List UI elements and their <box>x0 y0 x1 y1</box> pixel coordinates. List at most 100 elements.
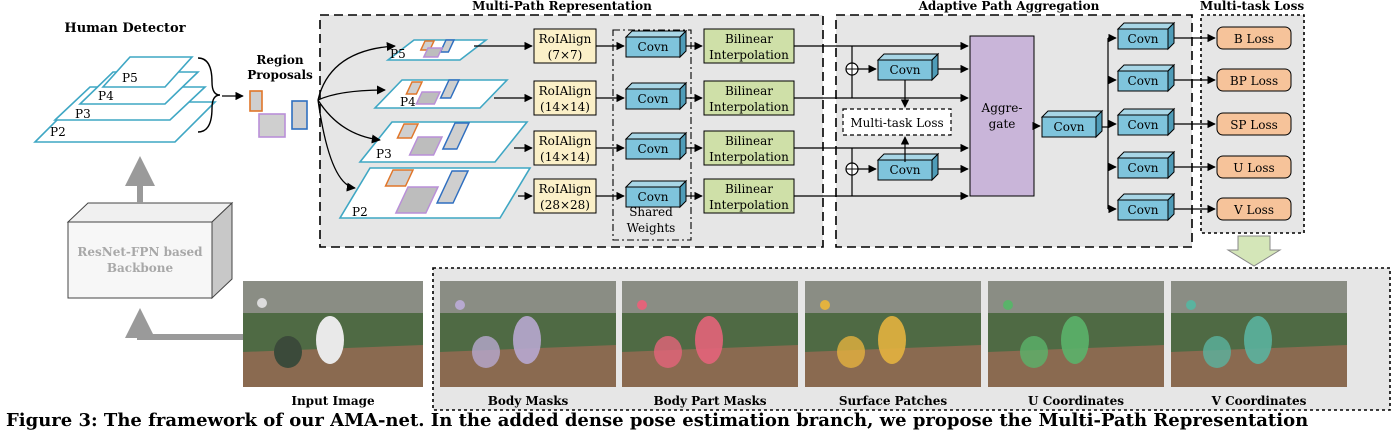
mpr-plane-label-0: P5 <box>390 47 406 61</box>
loss-conv-4-label: Covn <box>1128 203 1159 217</box>
loss-conv-2: Covn <box>1116 107 1176 137</box>
bilinear-label1-1: Bilinear <box>725 84 773 98</box>
apa-out-conv: Covn <box>1040 109 1104 139</box>
roialign-name-0: RoIAlign <box>539 32 592 46</box>
region-proposals-label-2: Proposals <box>247 68 313 82</box>
mpr-plane-p2: P2 <box>338 167 532 219</box>
roialign-size-1: (14×14) <box>540 100 590 114</box>
region-proposals-label-1: Region <box>256 53 304 67</box>
mpr-conv-3: Covn <box>624 179 688 209</box>
roi-blue <box>439 79 461 99</box>
output-thumbnail-3 <box>988 281 1164 387</box>
mpr-conv-0: Covn <box>624 29 688 59</box>
roialign-size-0: (7×7) <box>548 48 583 62</box>
apa-multitask-loss-box <box>842 108 952 136</box>
loss-label-0: B Loss <box>1234 32 1274 46</box>
apa-conv-1: Covn <box>876 152 940 182</box>
loss-conv-0: Covn <box>1116 21 1176 51</box>
mpr-conv-2: Covn <box>624 131 688 161</box>
output-thumbnail-2 <box>805 281 981 387</box>
bilinear-label1-2: Bilinear <box>725 134 773 148</box>
output-thumbnail-1 <box>622 281 798 387</box>
loss-conv-0-label: Covn <box>1128 32 1159 46</box>
bilinear-box-0 <box>703 28 795 64</box>
roi-blue <box>435 170 470 204</box>
roialign-size-3: (28×28) <box>540 198 590 212</box>
mpr-plane-p3: P3 <box>358 121 529 163</box>
pyramid-label-p2: P2 <box>50 125 66 139</box>
bilinear-label2-1: Interpolation <box>709 100 789 114</box>
bilinear-box-1 <box>703 80 795 116</box>
figure-caption: Figure 3: The framework of our AMA-net. … <box>6 410 1309 430</box>
region-proposal-boxes <box>249 90 308 138</box>
loss-conv-2-label: Covn <box>1128 118 1159 132</box>
shared-weights-box <box>612 29 692 241</box>
pyramid-level-p5 <box>101 56 194 88</box>
roi-orange <box>396 123 420 139</box>
apa-conv-0: Covn <box>876 52 940 82</box>
bilinear-box-2 <box>703 130 795 166</box>
roialign-name-3: RoIAlign <box>539 182 592 196</box>
pyramid-label-p5: P5 <box>122 71 138 85</box>
mpr-conv-0-label: Covn <box>638 40 669 54</box>
pyramid-label-p4: P4 <box>98 89 114 103</box>
loss-pill-2 <box>1216 112 1292 136</box>
apa-conv-0-label: Covn <box>890 63 921 77</box>
mpr-plane-p5: P5 <box>385 39 489 61</box>
output-label-2: Surface Patches <box>839 394 947 408</box>
bilinear-label2-2: Interpolation <box>709 150 789 164</box>
loss-conv-3-label: Covn <box>1128 161 1159 175</box>
backbone-label-1: ResNet-FPN based <box>77 245 203 259</box>
proposal-purple <box>258 113 286 138</box>
aggregate-label-2: gate <box>989 117 1016 131</box>
loss-label-3: U Loss <box>1233 161 1274 175</box>
roialign-box-1 <box>533 80 597 116</box>
roi-blue <box>439 39 456 53</box>
pyramid-brace <box>197 57 221 133</box>
roi-purple <box>422 47 444 58</box>
arrow-to-outputs <box>1226 235 1282 267</box>
aggregate-box <box>969 35 1035 197</box>
adaptive-title: Adaptive Path Aggregation <box>918 0 1100 13</box>
shared-weights-label-2: Weights <box>627 221 676 235</box>
roialign-size-2: (14×14) <box>540 150 590 164</box>
roi-orange <box>405 81 424 95</box>
backbone-box <box>66 201 234 300</box>
mpr-plane-label-2: P3 <box>376 147 392 161</box>
mpr-conv-1: Covn <box>624 81 688 111</box>
mpr-plane-label-1: P4 <box>400 95 416 109</box>
apa-multitask-loss-label: Multi-task Loss <box>850 116 943 130</box>
shared-weights-label-1: Shared <box>629 205 673 219</box>
apa-conv-1-label: Covn <box>890 163 921 177</box>
mpr-plane-p4: P4 <box>373 79 509 109</box>
loss-pill-0 <box>1216 26 1292 50</box>
loss-label-2: SP Loss <box>1230 118 1278 132</box>
loss-pill-1 <box>1216 68 1292 92</box>
roi-blue <box>441 122 471 150</box>
backbone-label-2: Backbone <box>107 261 174 275</box>
roialign-box-3 <box>533 178 597 214</box>
bilinear-label2-3: Interpolation <box>709 198 789 212</box>
input-image-label: Input Image <box>291 394 375 408</box>
feature-pyramid <box>33 56 217 143</box>
loss-pill-3 <box>1216 155 1292 179</box>
mpr-conv-1-label: Covn <box>638 92 669 106</box>
mpr-plane-label-3: P2 <box>352 205 368 219</box>
bilinear-label1-3: Bilinear <box>725 182 773 196</box>
output-label-4: V Coordinates <box>1211 394 1307 408</box>
multitask-title: Multi-task Loss <box>1200 0 1304 13</box>
bilinear-label1-0: Bilinear <box>725 32 773 46</box>
mpr-conv-2-label: Covn <box>638 142 669 156</box>
mpr-rows: RoIAlign(7×7)CovnBilinearInterpolationRo… <box>474 28 795 214</box>
pyramid-label-p3: P3 <box>75 107 91 121</box>
loss-branch-trunk <box>1102 38 1109 209</box>
loss-label-4: V Loss <box>1233 203 1274 217</box>
human-detector-title: Human Detector <box>64 21 185 36</box>
roi-purple <box>394 186 440 214</box>
arrow-input-to-backbone <box>125 308 243 340</box>
roi-purple <box>415 91 442 105</box>
